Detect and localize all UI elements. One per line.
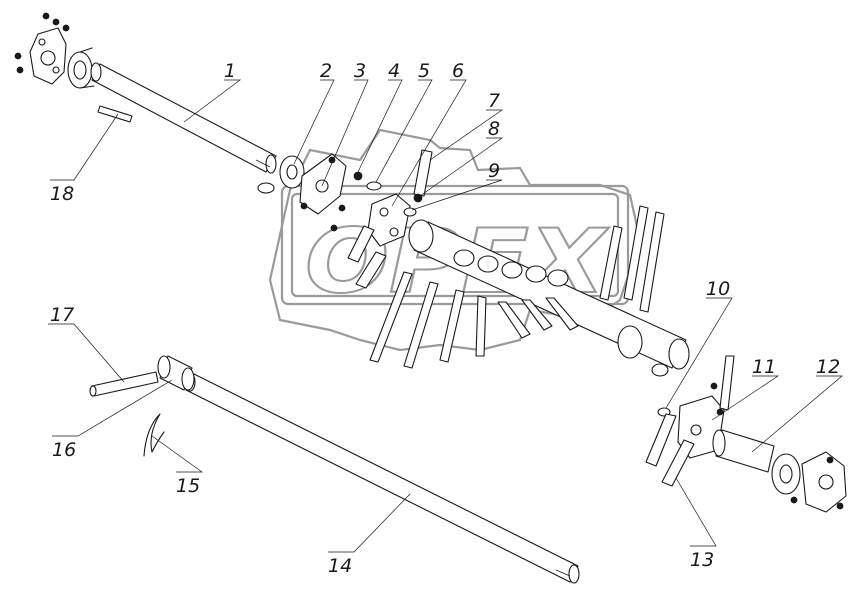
bearing-left-top	[67, 47, 95, 89]
nut-part-4	[353, 171, 363, 181]
callout-7: 7	[488, 90, 500, 112]
washer-part-5	[366, 181, 382, 191]
callout-4: 4	[388, 60, 400, 82]
callout-14: 14	[328, 555, 352, 577]
bolts-part-13	[645, 413, 695, 487]
bolts-center	[330, 204, 387, 289]
key-part-18	[97, 105, 133, 123]
callout-9: 9	[488, 160, 500, 182]
callout-11: 11	[752, 356, 776, 378]
right-bearing-flange	[771, 451, 847, 513]
callout-5: 5	[418, 60, 430, 82]
callout-13: 13	[690, 549, 714, 571]
callout-2: 2	[320, 60, 332, 82]
shaft-part-14	[184, 372, 580, 584]
callout-8: 8	[488, 118, 500, 140]
callout-12: 12	[816, 356, 840, 378]
callout-numbers: 1 2 3 4 5 6 7 8 9 10 11 12 13 14 15 16 1…	[50, 60, 840, 577]
bearing-part-2	[257, 155, 305, 194]
flange-left-top	[29, 27, 67, 85]
callout-1: 1	[224, 60, 236, 82]
sleeve-part-16	[157, 355, 195, 391]
callout-3: 3	[354, 60, 366, 82]
pin-part-17	[89, 371, 159, 397]
callout-6: 6	[452, 60, 464, 82]
pendulum-hooks	[453, 249, 669, 377]
cotter-pin-part-15	[143, 413, 165, 457]
nuts-left-top	[14, 12, 70, 74]
pendulum-rods	[369, 205, 665, 369]
left-flange-assembly	[14, 12, 95, 89]
callout-18: 18	[50, 183, 74, 205]
callout-17: 17	[50, 304, 74, 326]
stud-part-7	[413, 149, 433, 197]
callout-10: 10	[706, 278, 730, 300]
shaft-part-1	[90, 62, 277, 174]
leader-lines	[48, 79, 843, 553]
callout-15: 15	[176, 475, 200, 497]
callout-16: 16	[52, 439, 76, 461]
shaft-part-12	[712, 429, 775, 473]
